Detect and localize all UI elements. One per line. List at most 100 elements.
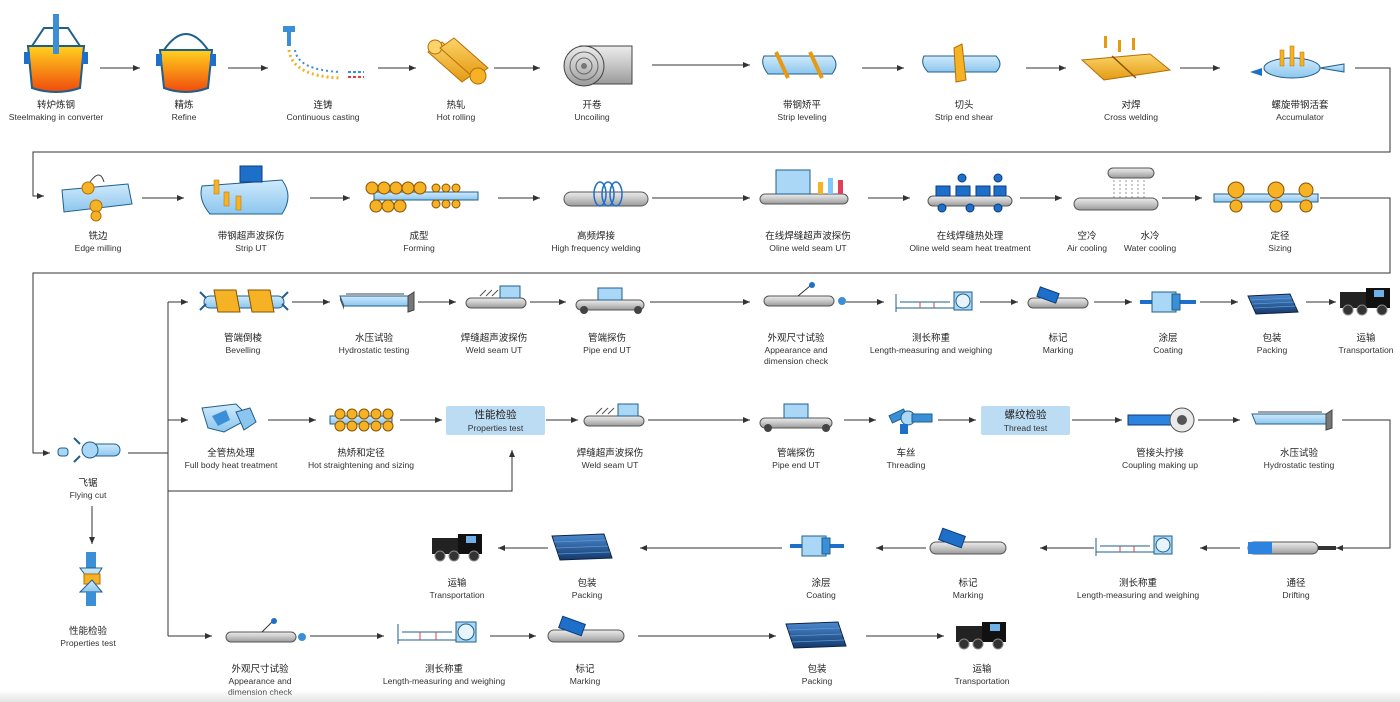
marking-icon-2 xyxy=(929,527,1007,555)
marking-icon xyxy=(1027,286,1089,309)
step-label-en: Packing xyxy=(1256,344,1288,355)
step-label-en: Cross welding xyxy=(1104,111,1158,122)
step-cross-welding: 对焊 Cross welding xyxy=(1104,100,1158,123)
step-label-en: Strip leveling xyxy=(777,111,827,122)
online-heat-treatment-icon xyxy=(927,173,1013,213)
step-label-en: Packing xyxy=(571,589,603,600)
step-label-en-line2: dimension check xyxy=(763,355,829,366)
bottom-fade xyxy=(0,690,1400,702)
step-label-en: Hot straightening and sizing xyxy=(307,459,415,470)
step-label-en: Length-measuring and weighing xyxy=(869,344,993,355)
step-length-weigh: 测长称重 Length-measuring and weighing xyxy=(870,333,992,356)
step-label-zh: 外观尺寸试验 xyxy=(767,333,825,344)
step-label-zh: 涂层 xyxy=(811,578,831,589)
step-label-en: Bevelling xyxy=(225,344,261,355)
step-transportation: 运输 Transportation xyxy=(1338,333,1393,356)
step-weld-seam-ut: 焊缝超声波探伤 Weld seam UT xyxy=(461,333,528,356)
step-air-cooling: 空冷 Air cooling xyxy=(1067,231,1107,254)
step-appearance: 外观尺寸试验 Appearance and dimension check xyxy=(764,333,828,366)
pipe-end-ut-icon-2 xyxy=(759,403,833,432)
step-label-zh: 涂层 xyxy=(1158,333,1178,344)
step-marking: 标记 Marking xyxy=(1043,333,1074,356)
step-label-en: Full body heat treatment xyxy=(184,459,278,470)
step-label-zh: 运输 xyxy=(1356,333,1376,344)
step-label-en: Packing xyxy=(801,675,833,686)
step-label-en: Strip UT xyxy=(235,242,267,253)
step-label-en: Pipe end UT xyxy=(583,344,631,355)
step-label-zh: 空冷 xyxy=(1077,231,1097,242)
step-label-zh: 铣边 xyxy=(88,231,108,242)
step-label-zh: 带钢矫平 xyxy=(782,100,822,111)
step-label-en: Marking xyxy=(569,675,601,686)
step-label-en: Sizing xyxy=(1268,242,1292,253)
step-label-zh: 开卷 xyxy=(582,100,602,111)
length-weighing-icon-2 xyxy=(1095,535,1173,556)
step-label-en: Steelmaking in converter xyxy=(8,111,104,122)
step-steelmaking: 转炉炼钢 Steelmaking in converter xyxy=(9,100,104,123)
step-label-en: Oline weld seam heat treatment xyxy=(909,242,1031,253)
hf-welding-icon xyxy=(563,181,649,207)
step-label-zh: 水压试验 xyxy=(1279,448,1319,459)
step-marking-2: 标记 Marking xyxy=(953,578,984,601)
step-weld-seam-ut-2: 焊缝超声波探伤 Weld seam UT xyxy=(577,448,644,471)
step-label-en: Oline weld seam UT xyxy=(769,242,847,253)
step-hf-welding: 高频焊接 High frequency welding xyxy=(551,231,640,254)
step-online-heat-treatment: 在线焊缝热处理 Oline weld seam heat treatment xyxy=(909,231,1030,254)
thread-test-box: 螺纹检验 Thread test xyxy=(981,406,1070,435)
step-label-zh: 热轧 xyxy=(446,100,466,111)
flying-cut-icon xyxy=(57,437,121,463)
step-hot-rolling: 热轧 Hot rolling xyxy=(437,100,476,123)
truck-icon-2 xyxy=(432,534,482,562)
step-label-zh: 管接头拧接 xyxy=(1136,448,1184,459)
hydrostatic-test-icon-2 xyxy=(1251,409,1333,431)
step-label-zh: 外观尺寸试验 xyxy=(231,664,289,675)
coating-icon-2 xyxy=(790,535,844,557)
step-label-zh: 水压试验 xyxy=(354,333,394,344)
step-label-en: High frequency welding xyxy=(551,242,641,253)
coupling-icon xyxy=(1127,407,1195,433)
hydrostatic-test-icon xyxy=(339,291,415,313)
step-label-en: Pipe end UT xyxy=(772,459,820,470)
step-label-en: Water cooling xyxy=(1123,242,1177,253)
step-label-zh: 管端倒棱 xyxy=(223,333,263,344)
step-label-en: Coating xyxy=(806,589,836,600)
sizing-rolls-icon xyxy=(1213,181,1319,213)
step-label-zh: 高频焊接 xyxy=(576,231,615,242)
hot-straightening-icon xyxy=(329,408,394,432)
step-label-en: Refine xyxy=(171,111,197,122)
step-label-en: Length-measuring and weighing xyxy=(1076,589,1200,600)
online-weld-ut-icon xyxy=(759,169,849,205)
step-label-zh: 标记 xyxy=(1048,333,1068,344)
step-label-en: Transportation xyxy=(954,675,1010,686)
edge-milling-icon xyxy=(61,174,133,222)
step-label-en: Uncoiling xyxy=(574,111,610,122)
step-edge-milling: 铣边 Edge milling xyxy=(75,231,122,254)
step-label-zh: 测长称重 xyxy=(911,333,950,344)
pipe-end-ut-icon xyxy=(575,287,645,314)
cross-welding-icon xyxy=(1080,36,1172,81)
step-transportation-3: 运输 Transportation xyxy=(954,664,1009,687)
step-sizing: 定径 Sizing xyxy=(1268,231,1291,254)
step-threading: 车丝 Threading xyxy=(887,448,926,471)
step-drifting: 通径 Drifting xyxy=(1282,578,1309,601)
step-pipe-end-ut-2: 管端探伤 Pipe end UT xyxy=(772,448,820,471)
step-label-zh: 运输 xyxy=(447,578,467,589)
air-water-cooling-icon xyxy=(1073,167,1159,211)
step-label-zh: 管端探伤 xyxy=(587,333,626,344)
refining-ladle-icon xyxy=(156,33,216,93)
step-label-en: Transportation xyxy=(429,589,485,600)
forming-rolls-icon xyxy=(365,181,479,213)
packing-bundle-icon-3 xyxy=(785,621,847,649)
step-label-en: Length-measuring and weighing xyxy=(382,675,506,686)
step-label-zh: 热矫和定径 xyxy=(337,448,385,459)
strip-ut-icon xyxy=(200,165,289,215)
step-label-en: Continuous casting xyxy=(286,111,360,122)
bevelling-icon xyxy=(199,289,289,313)
step-label-zh: 车丝 xyxy=(896,448,916,459)
step-marking-3: 标记 Marking xyxy=(570,664,601,687)
step-online-weld-ut: 在线焊缝超声波探伤 Oline weld seam UT xyxy=(765,231,851,254)
step-bevelling: 管端倒棱 Bevelling xyxy=(224,333,262,356)
step-hydrostatic-2: 水压试验 Hydrostatic testing xyxy=(1264,448,1335,471)
step-refine: 精炼 Refine xyxy=(172,100,197,123)
